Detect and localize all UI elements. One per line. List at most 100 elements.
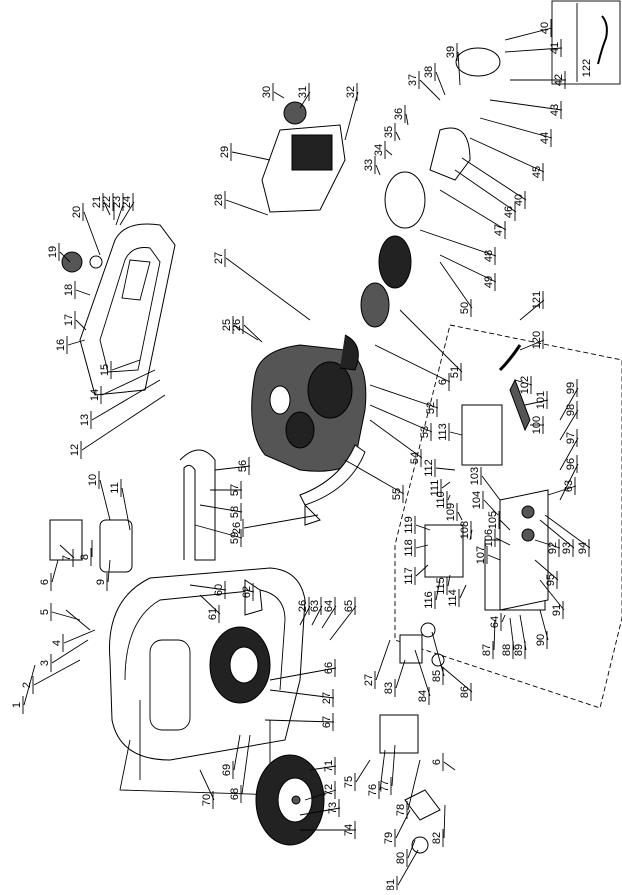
part-122-hook: [597, 15, 608, 65]
leader-line-118: [415, 544, 429, 549]
callout-label-3: 3: [39, 660, 51, 666]
leader-line-107: [487, 554, 501, 561]
leader-line-54: [369, 419, 423, 459]
callout-label-43: 43: [549, 104, 561, 116]
callout-label-16: 16: [55, 339, 67, 351]
callout-label-115: 115: [435, 577, 447, 595]
end-cover: [455, 47, 501, 77]
callout-label-73: 73: [327, 802, 339, 814]
leader-line-83: [395, 659, 406, 689]
leader-line-28: [225, 199, 269, 216]
callout-label-101: 101: [535, 391, 547, 409]
leader-line-36: [405, 113, 409, 126]
leader-line-106: [495, 537, 511, 546]
leader-line-29: [231, 151, 271, 161]
cable-120: [498, 344, 522, 372]
leader-line-99: [559, 387, 579, 421]
callout-label-58: 58: [229, 506, 241, 518]
stator: [378, 235, 412, 289]
leader-line-80: [407, 839, 416, 859]
leader-line-32: [344, 91, 359, 141]
leader-line-105: [499, 519, 511, 531]
leader-line-96: [559, 463, 579, 501]
leader-line-119: [415, 524, 431, 531]
callout-label-122: 122: [581, 59, 593, 77]
callout-label-85: 85: [431, 670, 443, 682]
callout-label-71: 71: [323, 760, 335, 772]
leader-line-20: [83, 211, 101, 256]
leader-line-91: [539, 579, 565, 611]
callout-label-29: 29: [219, 146, 231, 158]
callout-label-26b: 26: [231, 522, 243, 534]
callout-label-62: 62: [241, 586, 253, 598]
leader-line-104: [483, 499, 499, 516]
callout-label-24: 24: [121, 196, 133, 208]
leader-line-47: [439, 189, 507, 231]
leader-line-56: [214, 465, 251, 471]
callout-label-68: 68: [229, 788, 241, 800]
leader-line-55: [344, 459, 405, 495]
leader-line-4: [63, 629, 96, 644]
leader-line-97: [559, 437, 579, 471]
leader-line-46: [454, 169, 517, 213]
callout-label-36: 36: [393, 108, 405, 120]
callout-label-63: 63: [309, 600, 321, 612]
fuel-cap: [61, 251, 83, 273]
callout-label-91: 91: [551, 604, 563, 616]
callout-label-30: 30: [261, 86, 273, 98]
callout-label-34: 34: [373, 144, 385, 156]
leader-line-39: [457, 51, 461, 86]
leader-line-115: [447, 574, 451, 587]
callout-label-114: 114: [447, 589, 459, 607]
callout-label-90: 90: [535, 634, 547, 646]
callout-label-53: 53: [419, 426, 431, 438]
callout-label-64: 64: [323, 600, 335, 612]
leader-line-52: [369, 384, 439, 409]
callout-label-20: 20: [71, 206, 83, 218]
callout-label-54: 54: [409, 452, 421, 464]
callout-label-72: 72: [323, 784, 335, 796]
leader-line-110: [447, 494, 451, 501]
callout-label-18: 18: [63, 284, 75, 296]
callout-label-13: 13: [79, 414, 91, 426]
exhaust-clip: [304, 503, 321, 526]
callout-label-23: 23: [111, 196, 123, 208]
leader-line-26c: [299, 605, 311, 626]
callout-label-84: 84: [417, 690, 429, 702]
leader-line-76: [379, 749, 386, 791]
outlet-93: [521, 505, 535, 519]
handle-79: [404, 789, 441, 821]
callout-label-57: 57: [229, 484, 241, 496]
leader-line-79: [395, 809, 411, 839]
washer-86: [431, 653, 445, 667]
callout-label-51: 51: [449, 366, 461, 378]
fuel-filter: [89, 255, 103, 269]
callout-label-50: 50: [459, 302, 471, 314]
callout-label-6b: 6: [437, 379, 449, 385]
leader-line-27c: [375, 639, 391, 681]
callout-label-49: 49: [483, 276, 495, 288]
rear-cover: [429, 127, 471, 181]
callout-label-79: 79: [383, 832, 395, 844]
fuel-tank: [79, 223, 176, 396]
wheel-pin-81: [411, 836, 429, 854]
callout-label-65: 65: [343, 600, 355, 612]
callout-label-26a: 26: [231, 319, 243, 331]
callout-label-70: 70: [201, 794, 213, 806]
callout-label-25: 25: [221, 319, 233, 331]
callout-label-121: 121: [531, 291, 543, 309]
callout-label-76: 76: [367, 784, 379, 796]
callout-label-46: 46: [503, 206, 515, 218]
leader-line-116: [435, 579, 441, 601]
leader-line-18: [75, 289, 91, 296]
callout-label-31: 31: [297, 86, 309, 98]
engine: [251, 344, 367, 472]
callout-label-75: 75: [343, 776, 355, 788]
callout-label-63b: 63: [563, 480, 575, 492]
callout-label-4: 4: [51, 640, 63, 646]
leader-line-53: [369, 404, 433, 433]
leader-line-69: [233, 734, 241, 771]
leader-line-27b: [269, 689, 335, 699]
